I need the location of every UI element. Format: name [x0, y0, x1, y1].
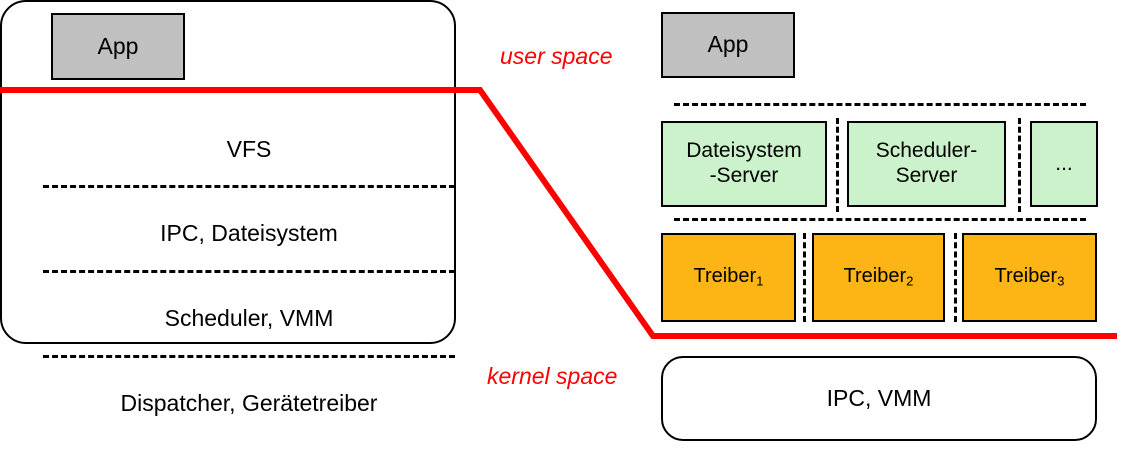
microkernel-app-label: App	[707, 31, 749, 58]
driver-box-treiber-2: Treiber2	[812, 233, 945, 322]
server-label-scheduler: Scheduler- Server	[876, 139, 978, 189]
driver-label-treiber-2-index: 2	[906, 274, 914, 290]
monolithic-separator-2	[43, 270, 455, 273]
microkernel-server-vertical-separator-2	[1018, 118, 1021, 212]
driver-label-treiber-2-name: Treiber	[843, 265, 907, 288]
server-label-dateisystem: Dateisystem -Server	[686, 139, 802, 189]
monolithic-separator-1	[43, 185, 455, 188]
microkernel-core-box: IPC, VMM	[661, 356, 1097, 441]
monolithic-app-label: App	[97, 32, 139, 59]
driver-box-treiber-1: Treiber1	[661, 233, 796, 322]
microkernel-driver-vertical-separator-1	[803, 233, 806, 322]
server-label-dateisystem-line1: Dateisystem	[686, 139, 802, 163]
driver-label-treiber-3-name: Treiber	[994, 265, 1058, 288]
monolithic-layer-ipc-dateisystem: IPC, Dateisystem	[160, 220, 338, 246]
driver-label-treiber-3: Treiber3	[995, 265, 1065, 289]
microkernel-core-label: IPC, VMM	[826, 384, 932, 411]
monolithic-layer-scheduler-vmm: Scheduler, VMM	[164, 305, 334, 331]
server-label-dateisystem-line2: -Server	[709, 164, 779, 187]
microkernel-driver-vertical-separator-2	[954, 233, 957, 322]
monolithic-app-box: App	[51, 13, 185, 80]
driver-box-treiber-3: Treiber3	[962, 233, 1097, 322]
microkernel-server-bottom-separator	[674, 218, 1086, 221]
server-label-scheduler-line1: Scheduler-	[875, 139, 978, 163]
server-box-ellipsis: ...	[1030, 121, 1098, 207]
server-box-dateisystem: Dateisystem -Server	[661, 121, 827, 207]
server-label-ellipsis: ...	[1055, 151, 1073, 175]
microkernel-app-box: App	[661, 12, 795, 78]
kernel-space-label: kernel space	[487, 363, 618, 389]
microkernel-server-vertical-separator-1	[836, 118, 839, 212]
driver-label-treiber-3-index: 3	[1057, 274, 1065, 290]
monolithic-separator-3	[43, 355, 455, 358]
user-space-label: user space	[500, 43, 613, 69]
server-label-scheduler-line2: Server	[895, 164, 958, 187]
driver-label-treiber-1-index: 1	[756, 274, 764, 290]
monolithic-layer-dispatcher-geraetetreiber: Dispatcher, Gerätetreiber	[120, 390, 378, 416]
server-box-scheduler: Scheduler- Server	[847, 121, 1006, 207]
microkernel-server-top-separator	[674, 103, 1086, 106]
driver-label-treiber-1-name: Treiber	[693, 265, 757, 288]
driver-label-treiber-1: Treiber1	[694, 265, 764, 289]
driver-label-treiber-2: Treiber2	[844, 265, 914, 289]
monolithic-layer-vfs: VFS	[226, 136, 272, 162]
